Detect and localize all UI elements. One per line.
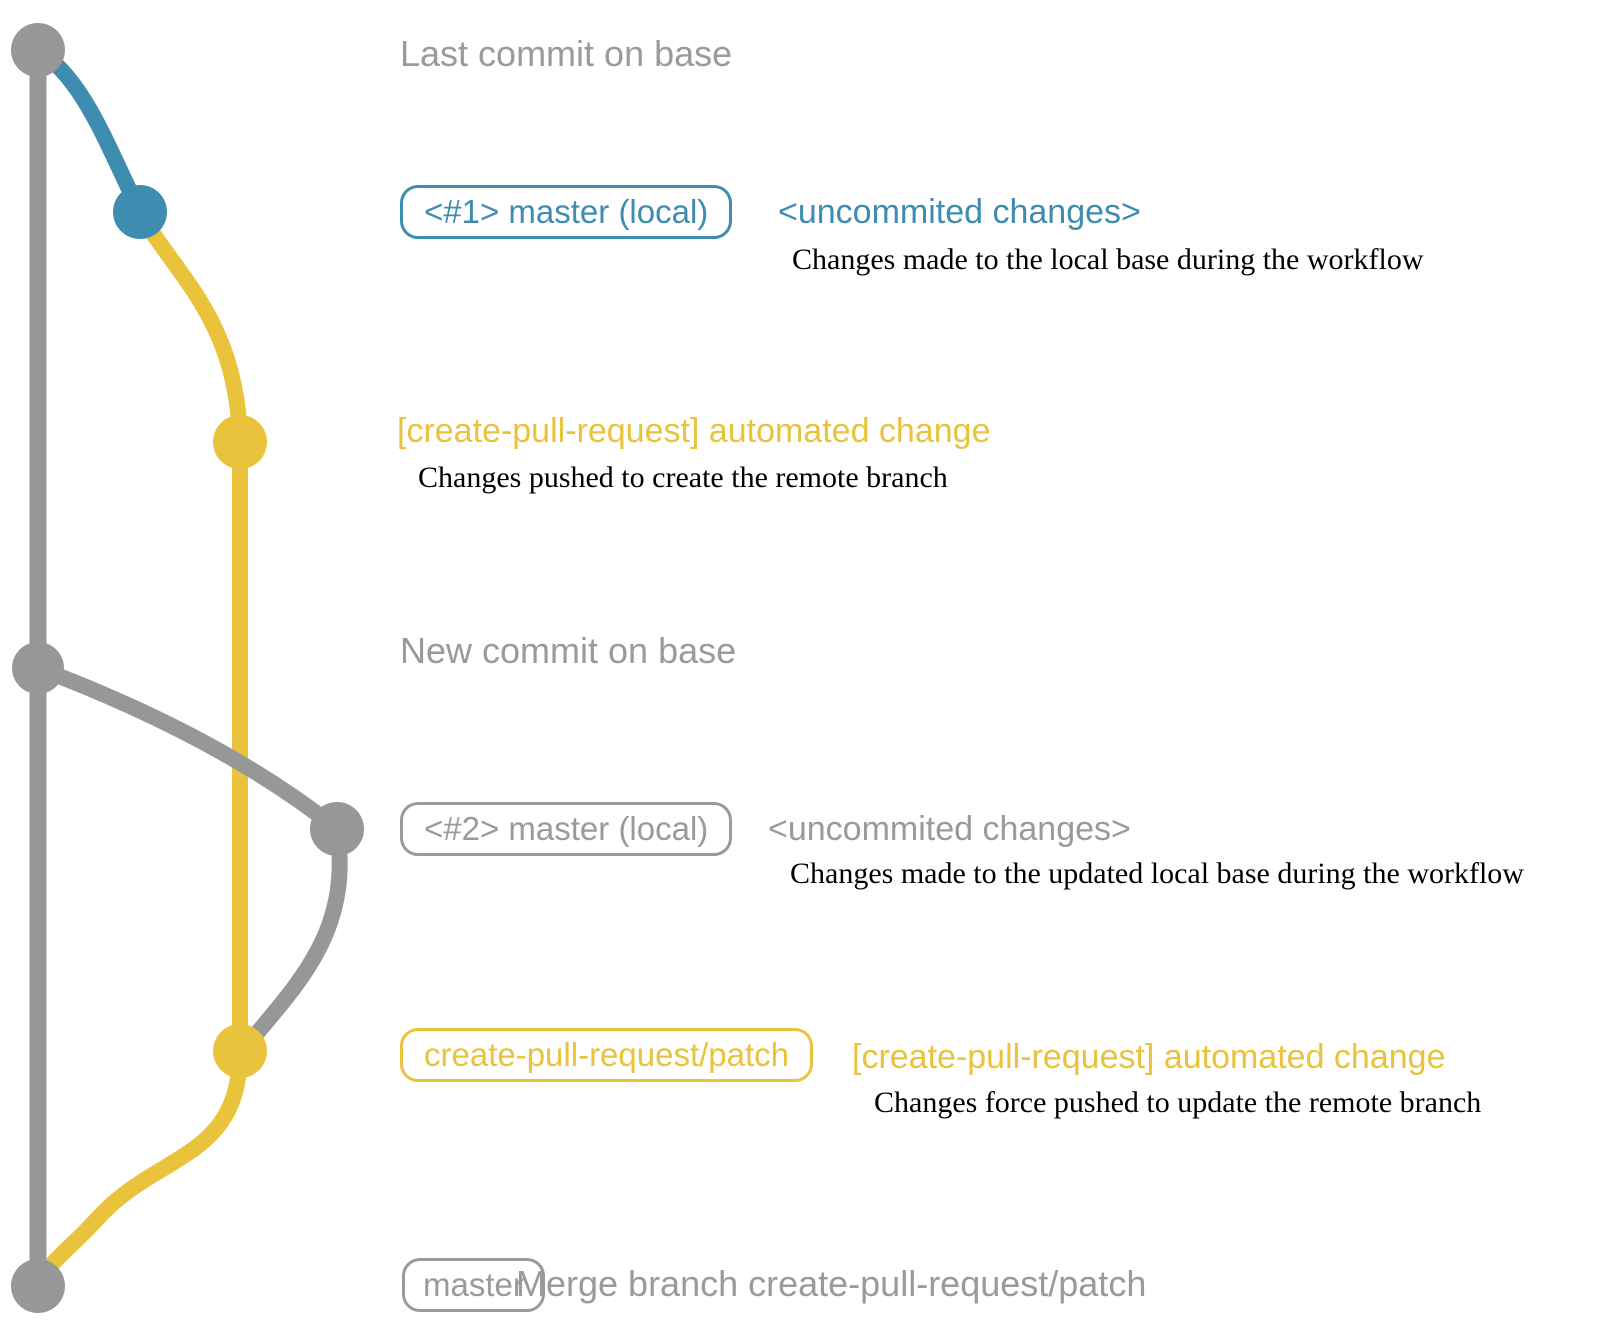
local2-branch-in-curve (239, 827, 348, 1052)
label-automated-change-2: [create-pull-request] automated change (852, 1038, 1446, 1076)
label-merge-branch: Merge branch create-pull-request/patch (516, 1263, 1147, 1304)
desc-local-changes-2: Changes made to the updated local base d… (790, 857, 1524, 890)
patch-branch-curve (30, 208, 248, 1290)
label-new-commit-on-base: New commit on base (400, 630, 737, 671)
desc-force-push: Changes force pushed to update the remot… (874, 1086, 1482, 1119)
badge-master: master (402, 1258, 545, 1312)
desc-local-changes-1: Changes made to the local base during th… (792, 243, 1424, 276)
local-branch-curve (33, 43, 148, 216)
commit-graph (11, 23, 364, 1313)
label-last-commit-on-base: Last commit on base (400, 33, 733, 74)
commit-dot-local-1 (113, 185, 167, 239)
commit-dot-patch-2 (213, 1024, 267, 1078)
commit-dot-merge (11, 1259, 65, 1313)
badge-create-pull-request-patch: create-pull-request/patch (400, 1028, 814, 1082)
badge-master-local-2: <#2> master (local) (400, 802, 733, 856)
tag-uncommited-changes-2: <uncommited changes> (768, 810, 1131, 848)
commit-dot-local-2 (310, 802, 364, 856)
desc-push-create-branch: Changes pushed to create the remote bran… (418, 461, 948, 494)
commit-dot-patch-1 (213, 415, 267, 469)
commit-dot-last-base (11, 23, 65, 77)
local2-branch-out-curve (35, 660, 342, 836)
commit-dot-new-base (12, 642, 64, 694)
label-automated-change-1: [create-pull-request] automated change (397, 412, 991, 450)
badge-master-local-1: <#1> master (local) (400, 185, 733, 239)
tag-uncommited-changes-1: <uncommited changes> (778, 193, 1141, 231)
